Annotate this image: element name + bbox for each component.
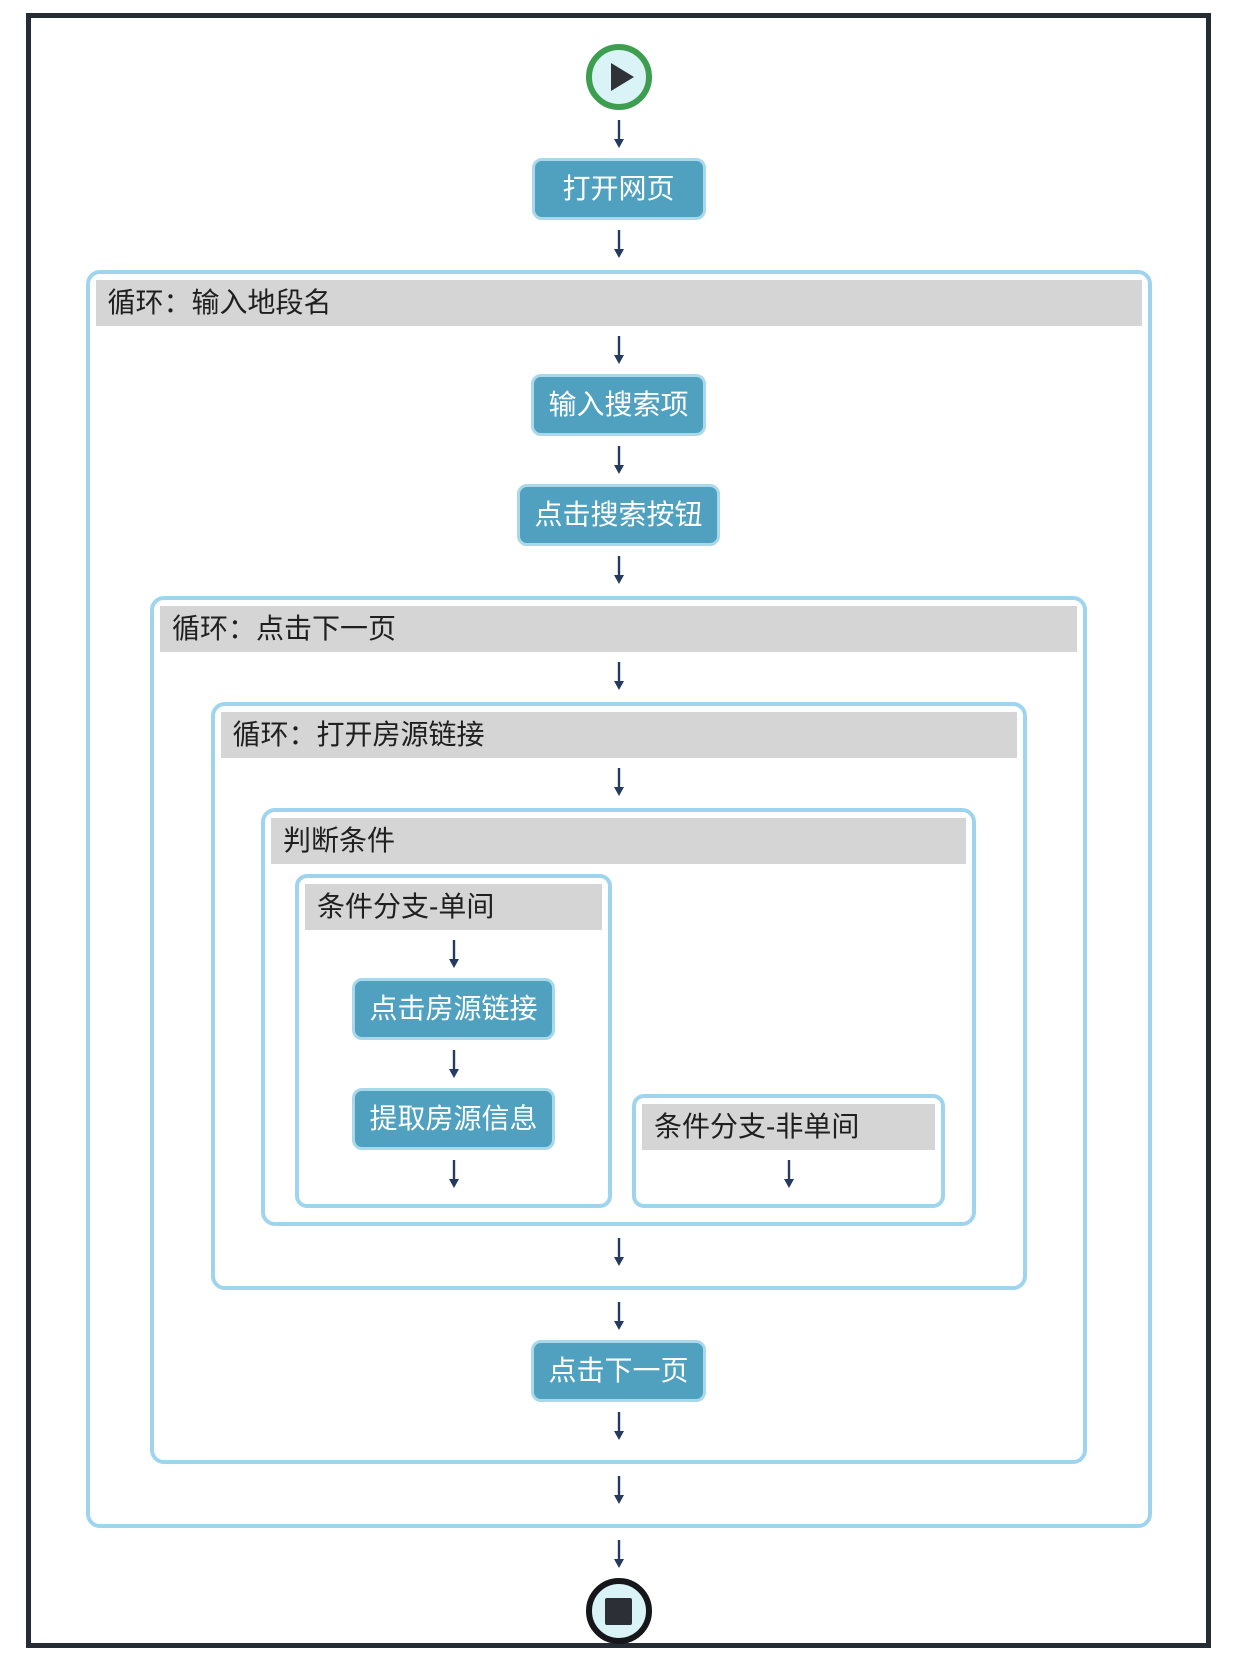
- loop-click-next-page[interactable]: 循环：点击下一页 循环：打开房源链接 判断条件 条件分支-单间: [150, 596, 1087, 1464]
- loop-input-district-header[interactable]: 循环：输入地段名: [95, 280, 1142, 326]
- down-arrow-icon: [611, 229, 627, 259]
- condition-block[interactable]: 判断条件 条件分支-单间 点击房源链接: [261, 808, 976, 1226]
- branch-not-single-room[interactable]: 条件分支-非单间: [632, 1094, 945, 1208]
- loop-click-next-page-header[interactable]: 循环：点击下一页: [160, 606, 1077, 652]
- end-button[interactable]: [585, 1578, 652, 1644]
- down-arrow-icon: [611, 119, 627, 149]
- down-arrow-icon: [611, 767, 627, 797]
- down-arrow-icon: [611, 335, 627, 365]
- down-arrow-icon: [611, 445, 627, 475]
- step-extract-listing-info[interactable]: 提取房源信息: [352, 1088, 555, 1150]
- workflow-flow: 打开网页 循环：输入地段名 输入搜索项 点击搜索按钮 循环：点击下一页: [31, 18, 1206, 1644]
- down-arrow-icon: [446, 939, 462, 969]
- down-arrow-icon: [611, 661, 627, 691]
- start-button[interactable]: [585, 44, 652, 110]
- branch-not-single-room-header[interactable]: 条件分支-非单间: [642, 1104, 935, 1150]
- condition-branches: 条件分支-单间 点击房源链接 提取房源信息: [265, 864, 972, 1212]
- step-click-search-button[interactable]: 点击搜索按钮: [517, 484, 720, 546]
- step-open-webpage[interactable]: 打开网页: [531, 158, 706, 220]
- play-icon: [610, 63, 634, 91]
- stop-icon: [605, 1597, 632, 1625]
- loop-open-listing-link[interactable]: 循环：打开房源链接 判断条件 条件分支-单间: [210, 702, 1027, 1290]
- branch-single-room-header[interactable]: 条件分支-单间: [305, 884, 602, 930]
- step-click-listing-link[interactable]: 点击房源链接: [352, 978, 555, 1040]
- down-arrow-icon: [611, 1237, 627, 1267]
- step-input-search-term[interactable]: 输入搜索项: [531, 374, 706, 436]
- down-arrow-icon: [611, 1475, 627, 1505]
- loop-open-listing-link-header[interactable]: 循环：打开房源链接: [220, 712, 1017, 758]
- down-arrow-icon: [611, 1539, 627, 1569]
- down-arrow-icon: [611, 555, 627, 585]
- down-arrow-icon: [446, 1159, 462, 1189]
- step-click-next-page[interactable]: 点击下一页: [531, 1340, 706, 1402]
- condition-header[interactable]: 判断条件: [271, 818, 966, 864]
- down-arrow-icon: [781, 1159, 797, 1189]
- down-arrow-icon: [446, 1049, 462, 1079]
- down-arrow-icon: [611, 1411, 627, 1441]
- down-arrow-icon: [611, 1301, 627, 1331]
- workflow-canvas: 打开网页 循环：输入地段名 输入搜索项 点击搜索按钮 循环：点击下一页: [26, 13, 1211, 1648]
- loop-input-district[interactable]: 循环：输入地段名 输入搜索项 点击搜索按钮 循环：点击下一页 循环：打开房源链接: [85, 270, 1152, 1528]
- branch-single-room[interactable]: 条件分支-单间 点击房源链接 提取房源信息: [295, 874, 612, 1208]
